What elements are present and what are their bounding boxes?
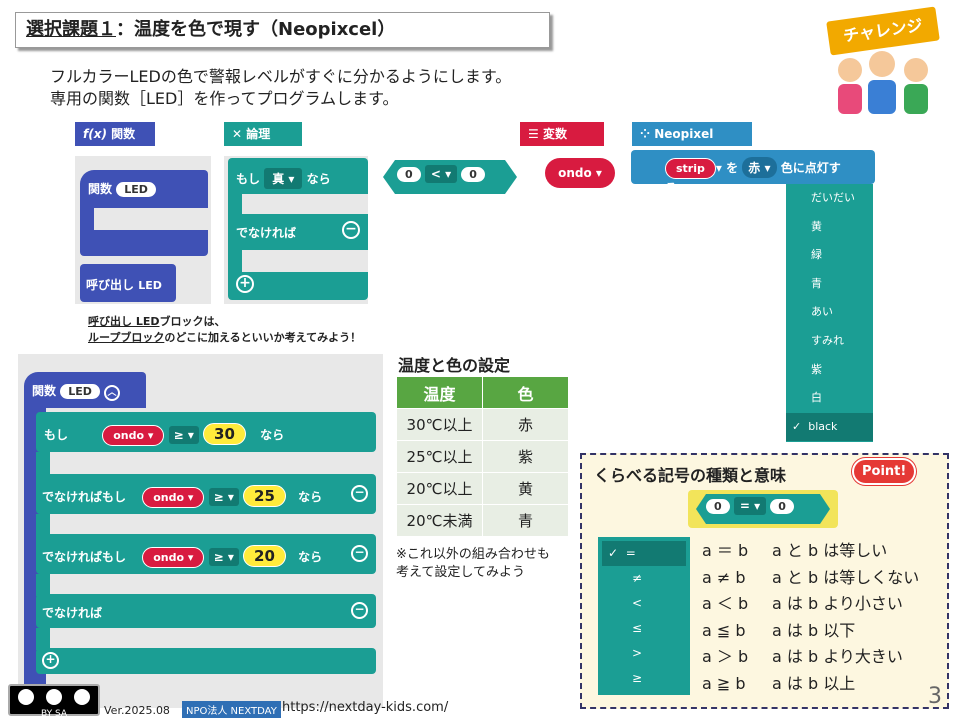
operator-option[interactable]: ≠ xyxy=(632,571,643,585)
settings-heading: 温度と色の設定 xyxy=(398,356,511,375)
category-logic[interactable]: ✕ 論理 xyxy=(224,122,302,146)
remove-icon[interactable]: − xyxy=(342,221,360,239)
table-row: 20℃未満青 xyxy=(396,504,569,537)
program-function-block[interactable]: 関数 LED ︿ xyxy=(24,372,146,408)
category-variable[interactable]: ☰ 変数 xyxy=(520,122,604,146)
page-title: 選択課題１：温度を色で現す（Neopixcel） xyxy=(15,12,550,48)
table-row: 25℃以上紫 xyxy=(396,440,569,473)
table-row: 30℃以上赤 xyxy=(396,408,569,441)
variable-ondo-block[interactable]: ondo ▾ xyxy=(545,158,615,188)
color-option[interactable]: すみれ xyxy=(811,333,844,347)
cc-license-badge: BY SA xyxy=(8,684,100,719)
add-icon[interactable]: + xyxy=(42,652,59,669)
strip-show-color-block[interactable]: strip▾ を 赤 ▾ 色に点灯する xyxy=(631,150,875,195)
color-option[interactable]: 黄 xyxy=(811,219,822,233)
color-option-selected[interactable]: ✓ black xyxy=(786,412,873,442)
point-heading: くらべる記号の種類と意味 xyxy=(594,466,787,485)
category-neopixel[interactable]: ⁘ Neopixel xyxy=(632,122,752,146)
branch-slot xyxy=(36,574,50,596)
program-else-row[interactable]: でなければ − xyxy=(36,594,376,628)
branch-slot xyxy=(36,452,50,478)
color-option[interactable]: だいだい xyxy=(811,191,855,204)
color-option[interactable]: 紫 xyxy=(811,362,822,376)
operator-option-selected[interactable]: ✓ = xyxy=(602,541,686,566)
color-option[interactable]: 緑 xyxy=(811,248,822,262)
color-option[interactable]: 青 xyxy=(811,276,822,290)
branch-slot xyxy=(36,514,50,538)
settings-table: 温度色 30℃以上赤 25℃以上紫 20℃以上黄 20℃未満青 xyxy=(396,376,569,537)
remove-icon[interactable]: − xyxy=(351,545,368,562)
version-label: Ver.2025.08 xyxy=(104,704,170,717)
operator-option[interactable]: > xyxy=(632,646,643,660)
table-row: 20℃以上黄 xyxy=(396,472,569,505)
operator-option[interactable]: ≥ xyxy=(632,671,643,685)
settings-note: ※これ以外の組み合わせも考えて設定してみよう xyxy=(396,547,550,580)
function-def-block[interactable]: 関数 LED xyxy=(80,170,208,256)
program-elseif-row[interactable]: でなければもし ondo ▾ ≥ ▾ 20 なら − xyxy=(36,534,376,574)
operator-option[interactable]: < xyxy=(632,596,643,610)
intro-text: フルカラーLEDの色で警報レベルがすぐに分かるようにします。 専用の関数［LED… xyxy=(50,67,512,108)
page-number: 3 xyxy=(928,684,942,709)
program-add-row[interactable]: + xyxy=(36,648,376,674)
remove-icon[interactable]: − xyxy=(351,485,368,502)
compare-block[interactable]: 0 < ▾ 0 xyxy=(383,160,517,194)
site-link[interactable]: https://nextday-kids.com/ xyxy=(282,700,449,715)
collapse-icon[interactable]: ︿ xyxy=(104,385,121,401)
color-dropdown[interactable]: だいだい 黄 緑 青 あい すみれ 紫 白 ✓ black xyxy=(786,184,873,442)
operator-dropdown[interactable]: ✓ = ≠ < ≤ > ≥ xyxy=(598,537,690,695)
call-function-block[interactable]: 呼び出し LED xyxy=(80,264,176,302)
kids-illustration xyxy=(830,48,936,118)
hint-text: 呼び出し LEDブロックは、 ループブロックのどこに加えるといいか考えてみよう！ xyxy=(88,315,362,344)
if-else-block[interactable]: もし 真 ▾ なら でなければ − + xyxy=(228,158,368,300)
program-elseif-row[interactable]: でなければもし ondo ▾ ≥ ▾ 25 なら − xyxy=(36,474,376,514)
branch-slot xyxy=(36,628,50,650)
add-icon[interactable]: + xyxy=(236,275,254,293)
operator-option[interactable]: ≤ xyxy=(632,621,643,635)
equals-compare-block: 0 = ▾ 0 xyxy=(688,490,838,528)
color-option[interactable]: あい xyxy=(811,305,833,319)
color-option[interactable]: 白 xyxy=(811,391,822,405)
point-badge: Point! xyxy=(852,458,932,490)
remove-icon[interactable]: − xyxy=(351,602,368,619)
program-if-row[interactable]: もし ondo ▾ ≥ ▾ 30 なら xyxy=(36,412,376,452)
org-label: NPO法人 NEXTDAY xyxy=(182,701,281,718)
category-function[interactable]: f(x) 関数 xyxy=(75,122,155,146)
